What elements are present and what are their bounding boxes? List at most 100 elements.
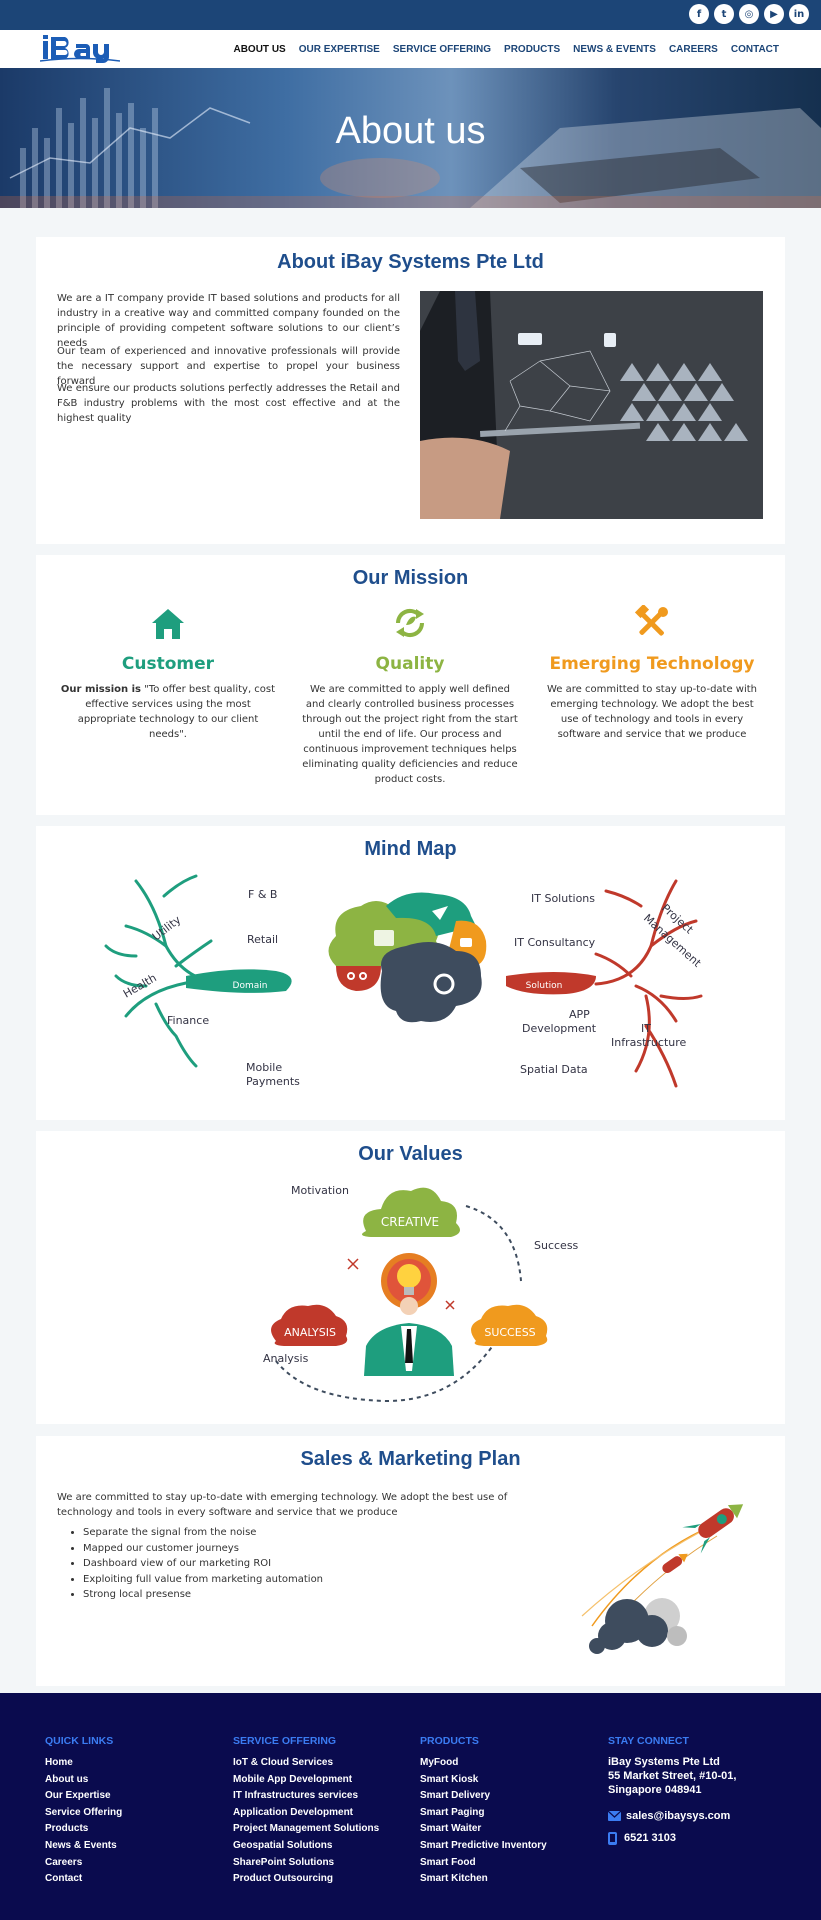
sales-bullet-list: Separate the signal from the noise Mappe…	[83, 1525, 543, 1603]
footer-quick-links-title: QUICK LINKS	[45, 1735, 114, 1747]
home-icon	[152, 609, 184, 639]
footer-product-item[interactable]: Smart Kitchen	[420, 1873, 488, 1885]
nav-our-expertise[interactable]: OUR EXPERTISE	[298, 44, 380, 55]
mindmap-spatial-data: Spatial Data	[520, 1063, 588, 1076]
footer-company-name: iBay Systems Pte Ltd	[608, 1756, 720, 1768]
footer-service-title: SERVICE OFFERING	[233, 1735, 337, 1747]
youtube-icon[interactable]: ▶	[764, 4, 784, 24]
footer-link-about[interactable]: About us	[45, 1773, 89, 1785]
nav-careers[interactable]: CAREERS	[668, 44, 718, 55]
facebook-icon[interactable]: f	[689, 4, 709, 24]
footer-email-row[interactable]: sales@ibaysys.com	[608, 1809, 736, 1823]
footer-product-item[interactable]: Smart Waiter	[420, 1823, 482, 1835]
rocket-illustration	[581, 1504, 744, 1654]
mission-quality-title: Quality	[375, 654, 445, 674]
mindmap-payments: Payments	[246, 1075, 300, 1088]
footer-service-item[interactable]: Mobile App Development	[233, 1773, 353, 1785]
footer-address-line-2: Singapore 048941	[608, 1784, 702, 1796]
mission-customer: Customer Our mission is "To offer best q…	[58, 605, 278, 742]
footer-address-line-1: 55 Market Street, #10-01,	[608, 1770, 737, 1782]
sales-bullet-item: Mapped our customer journeys	[83, 1541, 543, 1557]
mission-tech-text: We are committed to stay up-to-date with…	[546, 684, 758, 740]
creative-cloud: CREATIVE	[362, 1187, 460, 1237]
footer-link-service[interactable]: Service Offering	[45, 1806, 123, 1818]
footer-quick-links: QUICK LINKS Home About us Our Expertise …	[45, 1735, 122, 1888]
footer-service-item[interactable]: Geospatial Solutions	[233, 1839, 333, 1851]
page-title: About us	[335, 110, 486, 152]
phone-icon	[608, 1831, 617, 1845]
footer-phone[interactable]: 6521 3103	[624, 1832, 676, 1844]
success-label: SUCCESS	[484, 1326, 535, 1339]
mindmap-domain-label: Domain	[233, 981, 268, 991]
nav-about-us[interactable]: ABOUT US	[233, 44, 286, 55]
mission-customer-body: "To offer best quality, cost effective s…	[77, 684, 276, 740]
ibay-logo[interactable]	[40, 32, 120, 64]
brain-graphic	[328, 892, 487, 1023]
footer-product-item[interactable]: Smart Food	[420, 1856, 476, 1868]
footer-service-item[interactable]: Project Management Solutions	[233, 1823, 380, 1835]
footer-link-careers[interactable]: Careers	[45, 1856, 83, 1868]
business-tablet-image	[420, 291, 763, 519]
main-nav: ABOUT US OUR EXPERTISE SERVICE OFFERING …	[233, 44, 779, 55]
motivation-label: Motivation	[291, 1184, 349, 1197]
sales-bullet-item: Strong local presense	[83, 1587, 543, 1603]
nav-news-events[interactable]: NEWS & EVENTS	[573, 44, 656, 55]
mindmap-title: Mind Map	[364, 838, 457, 860]
mission-customer-text: Our mission is "To offer best quality, c…	[58, 682, 278, 742]
values-section: Our Values CREATIVE ANALYSIS SUCCESS	[36, 1131, 785, 1424]
nav-service-offering[interactable]: SERVICE OFFERING	[392, 44, 492, 55]
instagram-icon[interactable]: ◎	[739, 4, 759, 24]
footer-link-contact[interactable]: Contact	[45, 1873, 83, 1885]
footer-products: PRODUCTS MyFood Smart Kiosk Smart Delive…	[420, 1735, 547, 1888]
mindmap-infrastructure: Infrastructure	[611, 1036, 687, 1049]
nav-products[interactable]: PRODUCTS	[504, 44, 561, 55]
footer-link-products[interactable]: Products	[45, 1823, 89, 1835]
footer-service-offering: SERVICE OFFERING IoT & Cloud Services Mo…	[233, 1735, 379, 1888]
mindmap-utility: Utility	[150, 913, 184, 943]
twitter-icon[interactable]: t	[714, 4, 734, 24]
recycle-quality-icon	[395, 608, 425, 638]
footer-service-item[interactable]: IoT & Cloud Services	[233, 1757, 334, 1768]
footer-link-home[interactable]: Home	[45, 1757, 73, 1768]
mindmap-app: APP	[569, 1008, 590, 1021]
footer-product-item[interactable]: Smart Predictive Inventory	[420, 1839, 547, 1851]
about-paragraph-3: We ensure our products solutions perfect…	[57, 383, 400, 424]
mindmap-development: Development	[522, 1022, 597, 1035]
sales-intro: We are committed to stay up-to-date with…	[57, 1492, 508, 1518]
linkedin-icon[interactable]: in	[789, 4, 809, 24]
footer-service-item[interactable]: IT Infrastructures services	[233, 1790, 359, 1802]
footer-link-expertise[interactable]: Our Expertise	[45, 1790, 111, 1802]
values-diagram: CREATIVE ANALYSIS SUCCESS Motivation	[263, 1184, 579, 1403]
footer: QUICK LINKS Home About us Our Expertise …	[0, 1693, 821, 1920]
mission-quality-text: We are committed to apply well defined a…	[302, 684, 518, 785]
sales-title: Sales & Marketing Plan	[300, 1448, 521, 1470]
footer-phone-row[interactable]: 6521 3103	[608, 1831, 736, 1845]
mission-title: Our Mission	[352, 567, 469, 589]
mindmap-diagram: Domain F & B Utility Retail Health Finan…	[104, 874, 704, 1088]
nav-contact[interactable]: CONTACT	[730, 44, 779, 55]
footer-products-title: PRODUCTS	[420, 1735, 479, 1747]
footer-service-item[interactable]: Application Development	[233, 1806, 354, 1818]
mindmap-it-solutions: IT Solutions	[531, 892, 595, 905]
analysis-text: Analysis	[263, 1352, 309, 1365]
success-cloud: SUCCESS	[471, 1304, 548, 1346]
footer-product-item[interactable]: MyFood	[420, 1757, 459, 1768]
mission-lead: Our mission is	[60, 684, 141, 695]
about-paragraph-1: We are a IT company provide IT based sol…	[57, 293, 400, 349]
footer-link-news[interactable]: News & Events	[45, 1839, 117, 1851]
hero-banner: About us	[0, 68, 821, 208]
mission-emerging-technology: Emerging Technology We are committed to …	[542, 603, 762, 742]
footer-product-item[interactable]: Smart Paging	[420, 1806, 485, 1818]
mindmap-retail: Retail	[247, 933, 278, 946]
footer-product-item[interactable]: Smart Delivery	[420, 1790, 491, 1802]
footer-email[interactable]: sales@ibaysys.com	[626, 1810, 731, 1822]
sales-bullet-item: Separate the signal from the noise	[83, 1525, 543, 1541]
footer-service-item[interactable]: Product Outsourcing	[233, 1873, 333, 1885]
analysis-label: ANALYSIS	[284, 1326, 336, 1339]
mindmap-it: IT	[641, 1022, 651, 1035]
footer-service-item[interactable]: SharePoint Solutions	[233, 1856, 335, 1868]
mindmap-health: Health	[121, 971, 159, 1000]
values-title: Our Values	[358, 1143, 463, 1165]
footer-product-item[interactable]: Smart Kiosk	[420, 1773, 479, 1785]
tools-icon	[634, 603, 668, 636]
